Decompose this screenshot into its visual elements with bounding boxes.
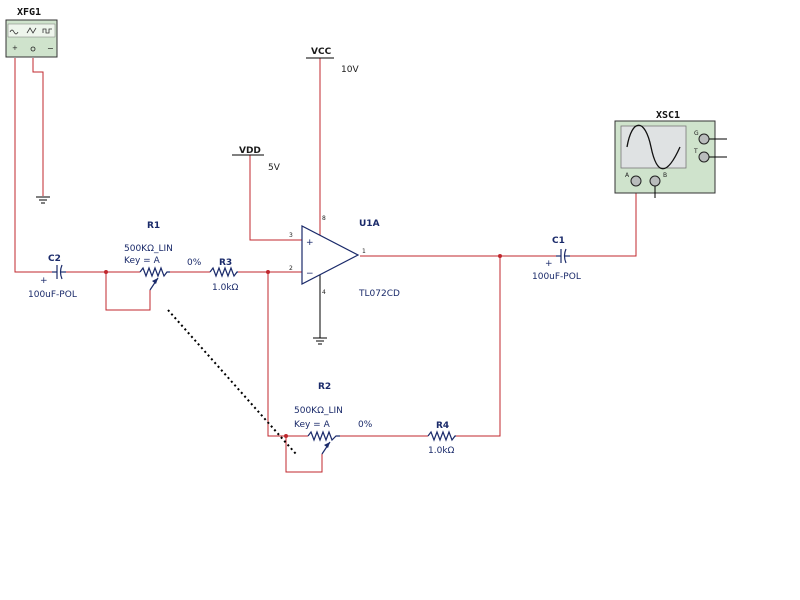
opamp-pin-out: 1 <box>362 248 366 255</box>
potentiometer-gang-link <box>167 309 297 455</box>
r1-value: 500KΩ_LIN <box>124 244 173 254</box>
r1-percent: 0% <box>187 258 202 268</box>
vcc-label: VCC <box>311 47 332 57</box>
svg-text:+: + <box>12 44 18 52</box>
opamp-pin-inv: 2 <box>289 265 293 272</box>
r4-value: 1.0kΩ <box>428 446 455 456</box>
r2-percent: 0% <box>358 420 373 430</box>
c1-ref: C1 <box>552 236 565 246</box>
ground-symbol-opamp <box>313 337 327 345</box>
r2-key: Key = A <box>294 420 331 430</box>
opamp-pin-vpos: 8 <box>322 215 326 222</box>
r1-key: Key = A <box>124 256 161 266</box>
oscilloscope-ref: XSC1 <box>656 110 680 121</box>
r1-ref: R1 <box>147 221 160 231</box>
svg-text:−: − <box>47 44 54 53</box>
opamp-minus-sign: − <box>306 269 314 279</box>
opamp-plus-sign: + <box>306 238 314 248</box>
oscilloscope-icon <box>620 124 687 170</box>
vcc-supply: VCC 10V <box>306 47 359 75</box>
vcc-voltage: 10V <box>341 65 359 75</box>
opamp-pin-noninv: 3 <box>289 232 293 239</box>
junction-dots <box>104 254 502 438</box>
r2-ref: R2 <box>318 382 331 392</box>
opamp-u1a[interactable]: U1A + − 3 2 1 8 4 TL072CD <box>289 215 400 299</box>
opamp-pin-vneg: 4 <box>322 289 326 296</box>
vdd-voltage: 5V <box>268 163 281 173</box>
potentiometer-r1[interactable]: R1 500KΩ_LIN Key = A 0% <box>124 221 202 291</box>
r4-ref: R4 <box>436 421 449 431</box>
resistor-r3[interactable]: R3 1.0kΩ <box>209 258 239 293</box>
oscilloscope-pin-b: B <box>663 172 667 179</box>
function-generator-icon: + − <box>7 23 56 53</box>
r3-ref: R3 <box>219 258 232 268</box>
capacitor-c1[interactable]: C1 + 100uF-POL <box>532 236 581 282</box>
vdd-supply: VDD 5V <box>232 146 281 173</box>
c2-value: 100uF-POL <box>28 290 77 300</box>
ground-symbol-generator <box>36 196 50 204</box>
oscilloscope-pin-a: A <box>625 172 630 179</box>
vdd-label: VDD <box>239 146 261 156</box>
oscilloscope[interactable]: XSC1 G T A B <box>614 110 727 198</box>
r2-value: 500KΩ_LIN <box>294 406 343 416</box>
capacitor-c2[interactable]: C2 + 100uF-POL <box>28 254 77 300</box>
opamp-ref: U1A <box>359 219 380 229</box>
opamp-model: TL072CD <box>358 289 400 299</box>
function-generator-ref: XFG1 <box>17 7 41 18</box>
wires <box>14 58 637 473</box>
function-generator[interactable]: XFG1 + − <box>5 7 58 58</box>
oscilloscope-pin-t: T <box>693 148 698 155</box>
c2-ref: C2 <box>48 254 61 264</box>
c2-polarity: + <box>40 276 48 286</box>
resistor-r4[interactable]: R4 1.0kΩ <box>427 421 456 456</box>
oscilloscope-pin-g: G <box>694 130 699 137</box>
r3-value: 1.0kΩ <box>212 283 239 293</box>
c1-value: 100uF-POL <box>532 272 581 282</box>
potentiometer-r2[interactable]: R2 500KΩ_LIN Key = A 0% <box>294 382 373 455</box>
c1-polarity: + <box>545 259 553 269</box>
